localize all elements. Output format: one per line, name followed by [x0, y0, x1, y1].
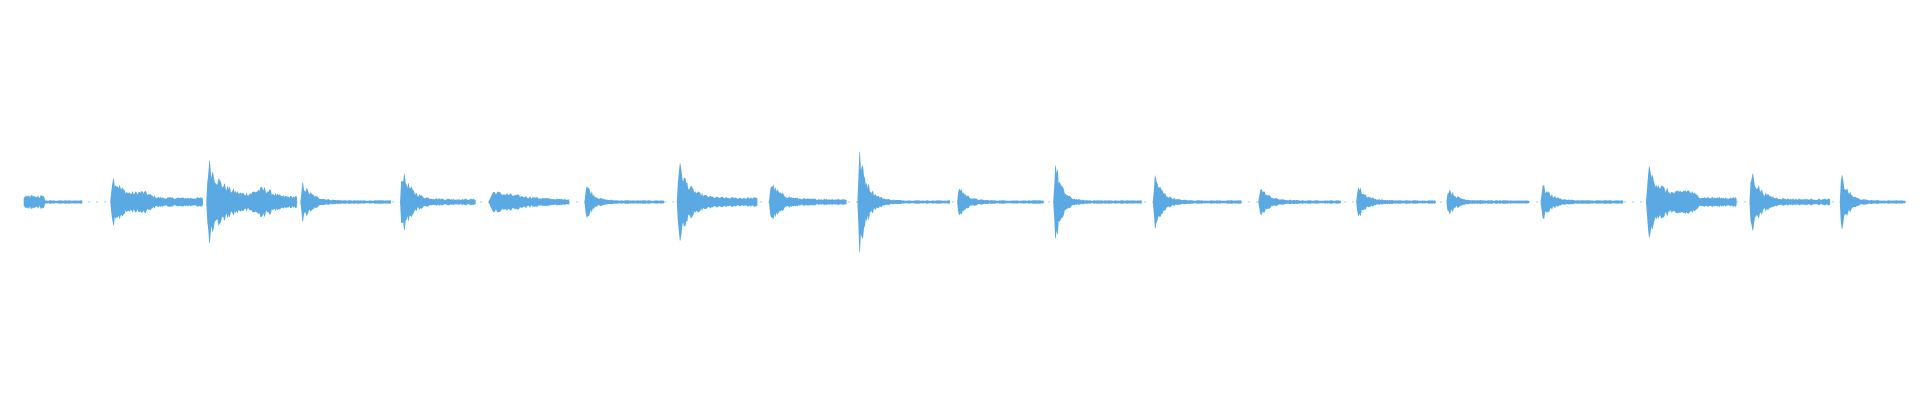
waveform-segment-1	[23, 194, 83, 210]
waveform-segment-18	[1646, 166, 1737, 238]
waveform-segment-11	[957, 188, 1044, 216]
waveform-segment-6	[488, 191, 570, 213]
waveform-segment-16	[1446, 189, 1530, 215]
waveform-segment-15	[1356, 187, 1436, 217]
waveform-segment-12	[1053, 165, 1142, 239]
waveform-segment-4	[300, 182, 391, 222]
waveform-segment-3	[206, 160, 297, 244]
waveform-segment-7	[584, 186, 665, 218]
waveform-segment-8	[676, 163, 758, 241]
waveform-segment-5	[400, 173, 476, 231]
waveform-segment-19	[1749, 173, 1831, 231]
waveform-segment-10	[857, 151, 950, 253]
waveform-segment-9	[769, 184, 847, 220]
waveform-segment-17	[1540, 184, 1624, 220]
waveform-segment-20	[1839, 175, 1906, 229]
waveform-segment-14	[1258, 189, 1341, 215]
waveform-segments	[23, 151, 1906, 253]
waveform-segment-2	[110, 178, 203, 226]
waveform-segment-13	[1152, 175, 1242, 229]
